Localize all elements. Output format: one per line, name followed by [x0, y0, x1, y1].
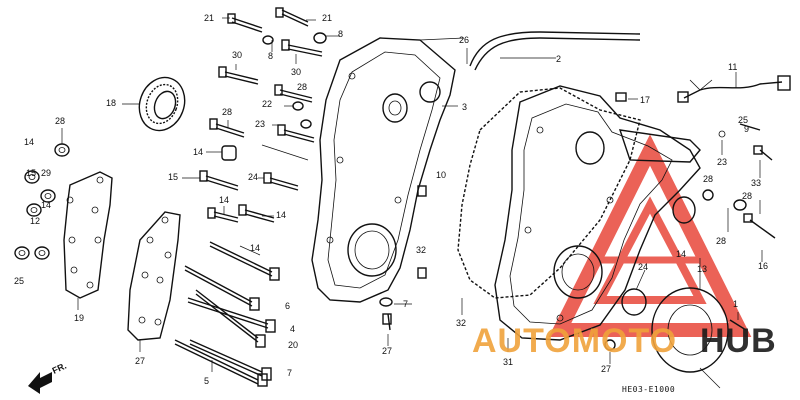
callout-27: 27: [601, 364, 611, 374]
gasket: [457, 87, 641, 299]
callout-5: 5: [204, 376, 209, 386]
callout-32: 32: [456, 318, 466, 328]
bolt-set: [174, 7, 327, 387]
callout-10: 10: [436, 170, 446, 180]
left-crankcase-cover: [311, 37, 456, 303]
direction-label: FR.: [51, 361, 68, 376]
watermark-auto: AUTOMOTO: [472, 322, 677, 360]
callout-30: 30: [232, 50, 242, 60]
callout-14: 14: [193, 147, 203, 157]
front-direction-indicator: FR.: [28, 361, 68, 394]
callout-27: 27: [135, 356, 145, 366]
callout-30: 30: [291, 67, 301, 77]
callout-16: 16: [758, 261, 768, 271]
oil-seal: [138, 76, 186, 132]
callout-28: 28: [297, 82, 307, 92]
callout-14: 14: [250, 243, 260, 253]
callout-11: 11: [728, 62, 737, 72]
wire-harness: [677, 75, 791, 103]
callout-2: 2: [556, 54, 561, 64]
callout-25: 25: [738, 115, 748, 125]
leader-lines: [61, 17, 763, 389]
callout-14: 14: [219, 195, 229, 205]
callout-23: 23: [717, 157, 727, 167]
callout-32: 32: [416, 245, 426, 255]
side-plate-left: [63, 171, 113, 299]
watermark-hub: HUB: [700, 322, 777, 360]
right-crankcase-cover: [494, 85, 701, 341]
callout-13: 13: [697, 264, 707, 274]
callout-14: 14: [676, 249, 686, 259]
callout-4: 4: [290, 324, 295, 334]
callout-33: 33: [751, 178, 761, 188]
callout-21: 21: [322, 13, 332, 23]
callout-18: 18: [106, 98, 116, 108]
breather-tube: [469, 31, 641, 71]
callout-22: 22: [262, 99, 272, 109]
callout-28: 28: [703, 174, 713, 184]
callout-12: 12: [30, 216, 40, 226]
callout-25: 25: [14, 276, 24, 286]
callout-31: 31: [503, 357, 513, 367]
callout-7: 7: [287, 368, 292, 378]
callout-21: 21: [204, 13, 214, 23]
callout-3: 3: [462, 102, 467, 112]
callout-15: 15: [26, 168, 36, 178]
callout-8: 8: [338, 29, 343, 39]
callout-23: 23: [255, 119, 265, 129]
small-parts-right: [379, 92, 776, 373]
callout-14: 14: [41, 200, 51, 210]
callout-15: 15: [168, 172, 178, 182]
callout-14: 14: [24, 137, 34, 147]
callout-29: 29: [41, 168, 51, 178]
callout-9: 9: [744, 124, 749, 134]
callout-6: 6: [285, 301, 290, 311]
callout-28: 28: [55, 116, 65, 126]
callout-1: 1: [733, 299, 738, 309]
diagram-code: HE03-E1000: [622, 385, 675, 394]
watermark-logo: [548, 134, 752, 337]
side-plate-right: [127, 211, 181, 341]
callout-20: 20: [288, 340, 298, 350]
callout-26: 26: [459, 35, 469, 45]
callout-28: 28: [716, 236, 726, 246]
callout-8: 8: [268, 51, 273, 61]
watermark-text: AUTOMOTO HUB: [472, 322, 777, 360]
callout-27: 27: [382, 346, 392, 356]
callout-24: 24: [638, 262, 648, 272]
callout-28: 28: [742, 191, 752, 201]
callout-28: 28: [222, 107, 232, 117]
callout-14: 14: [276, 210, 286, 220]
callout-19: 19: [74, 313, 84, 323]
callout-17: 17: [640, 95, 650, 105]
callout-7: 7: [403, 299, 408, 309]
callout-24: 24: [248, 172, 258, 182]
